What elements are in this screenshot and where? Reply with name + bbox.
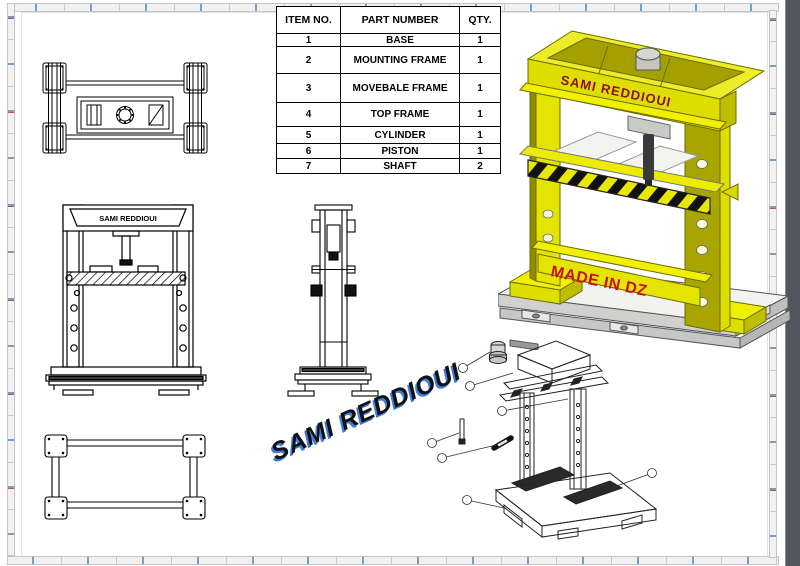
made-in-beam (531, 240, 713, 307)
bom-header-row: ITEM NO. PART NUMBER QTY. (276, 6, 501, 34)
exploded-view (427, 340, 658, 540)
bom-cell-part: BASE (340, 33, 460, 47)
bom-header-part: PART NUMBER (340, 6, 460, 34)
press-3d-view: MADE IN DZ SAMI REDDIOUI (498, 30, 791, 350)
bom-cell-part: SHAFT (340, 158, 460, 174)
bom-cell-qty: 1 (459, 143, 501, 159)
app-background-edge (785, 0, 800, 566)
exploded-top-frame (498, 340, 610, 402)
orthographic-bottom-view (44, 434, 206, 520)
bom-cell-item: 1 (276, 33, 341, 47)
bom-cell-item: 5 (276, 126, 341, 144)
bom-cell-part: MOVEBALE FRAME (340, 73, 460, 103)
orthographic-side-view (287, 204, 379, 397)
corner-pads (42, 62, 208, 154)
bom-cell-item: 3 (276, 73, 341, 103)
press-top-beam (519, 30, 766, 132)
bom-cell-qty: 1 (459, 126, 501, 144)
exploded-cylinder (489, 341, 507, 364)
exploded-shaft (491, 435, 514, 451)
exploded-pin (458, 418, 466, 445)
press-piston (627, 115, 671, 186)
bom-cell-part: CYLINDER (340, 126, 460, 144)
orthographic-front-view: SAMI REDDIOUI (45, 204, 207, 396)
bom-header-item: ITEM NO. (276, 6, 341, 34)
pad-screws (47, 437, 203, 517)
bom-cell-qty: 1 (459, 102, 501, 127)
bom-cell-qty: 1 (459, 46, 501, 74)
bom-cell-qty: 2 (459, 158, 501, 174)
foot-pads (44, 434, 206, 520)
column-holes (70, 304, 187, 352)
ruler-left (7, 3, 15, 556)
bom-cell-item: 2 (276, 46, 341, 74)
bom-cell-part: MOUNTING FRAME (340, 46, 460, 74)
bom-cell-item: 7 (276, 158, 341, 174)
bom-header-qty: QTY. (459, 6, 501, 34)
ruler-bottom (7, 556, 779, 565)
ruler-right (769, 10, 777, 558)
bom-cell-item: 4 (276, 102, 341, 127)
bom-cell-item: 6 (276, 143, 341, 159)
bom-cell-qty: 1 (459, 73, 501, 103)
pad-screws (45, 65, 205, 151)
bom-cell-part: TOP FRAME (340, 102, 460, 127)
orthographic-top-view (42, 62, 208, 154)
bom-cell-part: PISTON (340, 143, 460, 159)
exploded-columns (519, 388, 587, 490)
front-view-brand-label: SAMI REDDIOUI (99, 214, 157, 223)
bom-cell-qty: 1 (459, 33, 501, 47)
balloon-callouts (427, 351, 657, 509)
